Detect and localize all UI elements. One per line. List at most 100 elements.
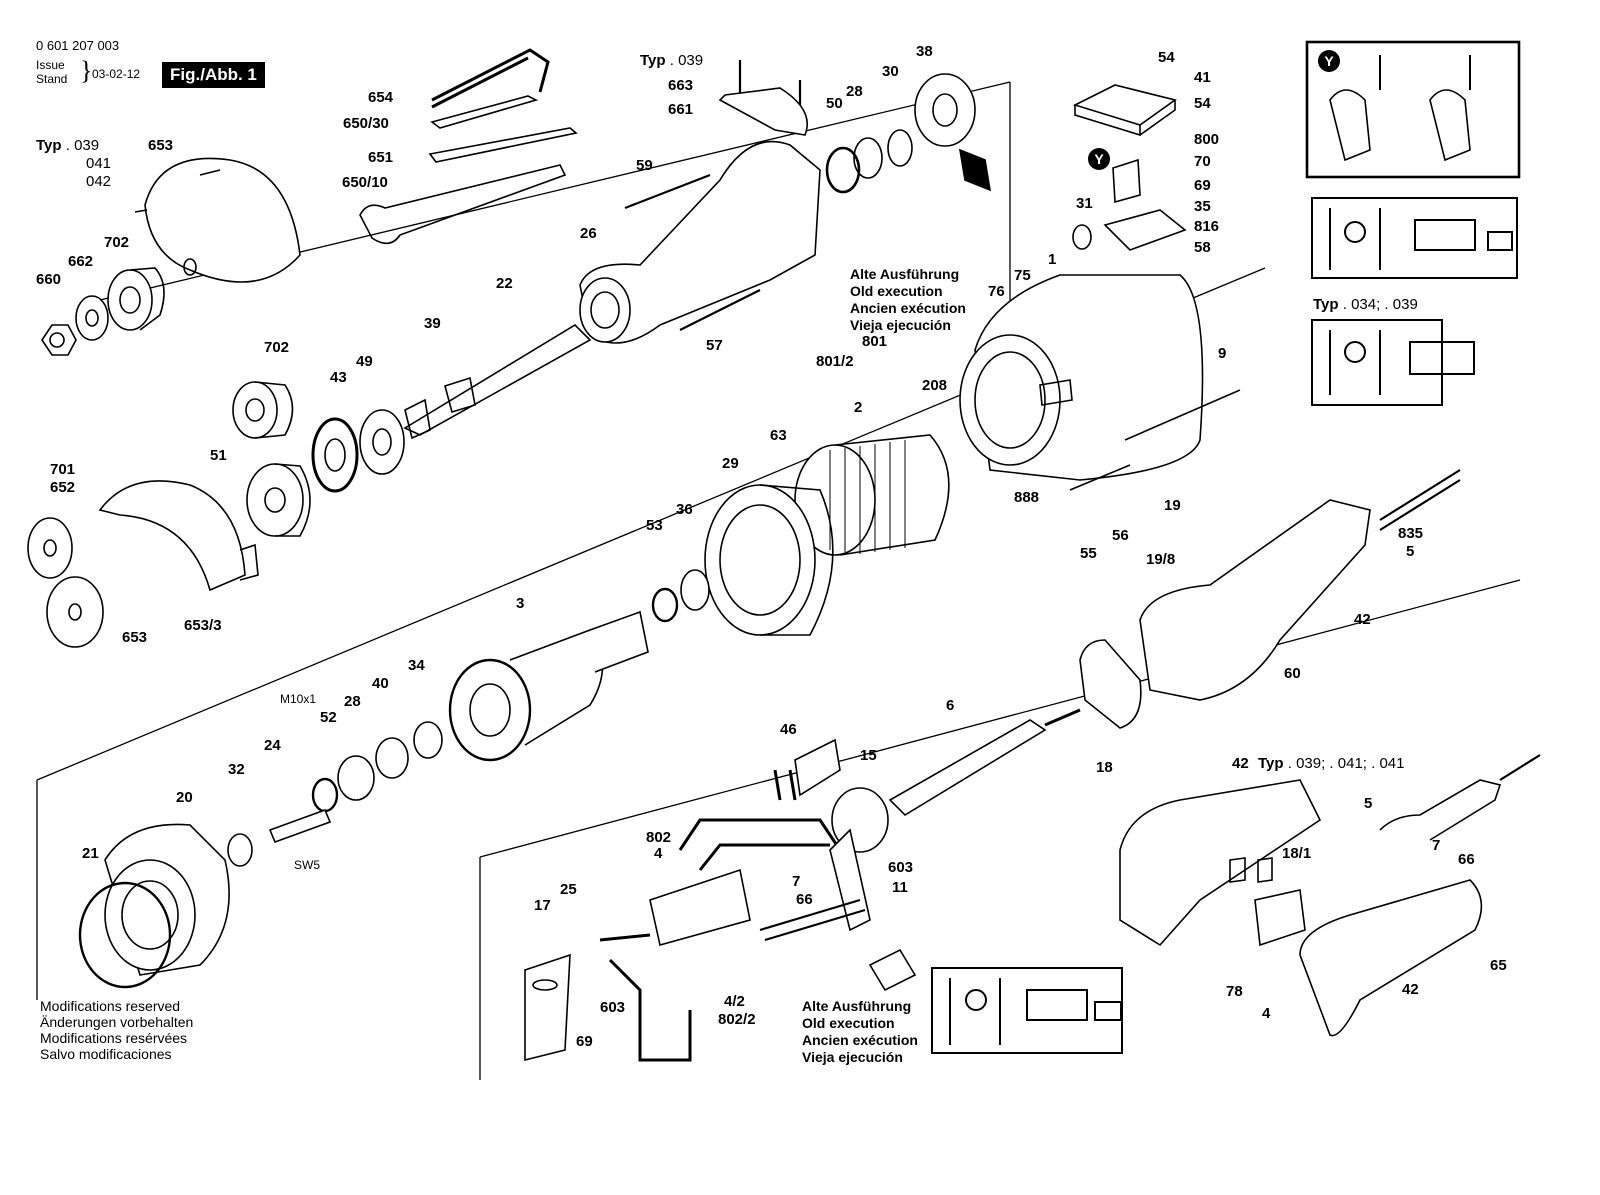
callout-5-right: 5 xyxy=(1364,795,1373,812)
callout-15: 15 xyxy=(860,747,877,764)
cable-6-and-sleeve-15 xyxy=(831,708,1081,853)
gasket-18 xyxy=(1079,639,1142,729)
fan-baffle-29 xyxy=(704,484,834,636)
callout-7-right: 7 xyxy=(1432,837,1441,854)
callout-653-top: 653 xyxy=(148,137,174,154)
callout-801: 801 xyxy=(862,333,888,350)
callout-40: 40 xyxy=(372,675,389,692)
callout-603-mid: 603 xyxy=(888,859,914,876)
issue-stand-label: Issue Stand xyxy=(36,58,67,86)
callout-69-bottom: 69 xyxy=(576,1033,593,1050)
callout-11: 11 xyxy=(892,879,908,896)
guard-653-top xyxy=(134,157,301,283)
guard-653-left xyxy=(98,480,259,592)
callout-53: 53 xyxy=(646,517,663,534)
callout-65: 65 xyxy=(1490,957,1507,974)
callout-603-bottom: 603 xyxy=(600,999,626,1016)
variant-typ-schematic: Typ . 034; . 039 xyxy=(1313,296,1418,313)
callout-650-10: 650/10 xyxy=(342,174,388,191)
flange-set-top-left xyxy=(41,267,165,356)
switch-4 xyxy=(599,818,842,1062)
callout-801-2: 801/2 xyxy=(816,353,854,370)
schematic-1 xyxy=(1311,197,1518,279)
callout-54-top: 54 xyxy=(1158,49,1175,66)
variant-code-042: 042 xyxy=(86,173,112,190)
callout-662: 662 xyxy=(68,253,94,270)
callout-43: 43 xyxy=(330,369,347,386)
screws-59-57 xyxy=(624,60,808,331)
callout-18-1: 18/1 xyxy=(1282,845,1312,862)
callout-46: 46 xyxy=(780,721,797,738)
callout-802: 802 xyxy=(646,829,672,846)
callout-42-right: 42 xyxy=(1232,755,1249,772)
callout-654: 654 xyxy=(368,89,394,106)
callout-701: 701 xyxy=(50,461,76,478)
callout-816: 816 xyxy=(1194,218,1220,235)
callout-29: 29 xyxy=(722,455,739,472)
callout-3: 3 xyxy=(516,595,525,612)
callout-38: 38 xyxy=(916,43,933,60)
wrench-set xyxy=(359,48,578,245)
callout-60: 60 xyxy=(1284,665,1301,682)
callout-660: 660 xyxy=(36,271,62,288)
plate-17 xyxy=(524,953,571,1062)
callout-651: 651 xyxy=(368,149,394,166)
callout-42-bottom: 42 xyxy=(1402,981,1419,998)
callout-22: 22 xyxy=(496,275,513,292)
callout-4-2: 4/2 xyxy=(724,993,745,1010)
callout-70: 70 xyxy=(1194,153,1211,170)
callout-835: 835 xyxy=(1398,525,1424,542)
callout-30: 30 xyxy=(882,63,899,80)
callout-208: 208 xyxy=(922,377,948,394)
frame-lower xyxy=(479,579,1521,1080)
callout-32: 32 xyxy=(228,761,245,778)
callout-31: 31 xyxy=(1076,195,1093,212)
stator-2 xyxy=(794,434,950,556)
variant-code-041: 041 xyxy=(86,155,112,172)
callout-76: 76 xyxy=(988,283,1005,300)
variant-typ-top-left: Typ . 039 xyxy=(36,137,100,154)
callout-4-right: 4 xyxy=(1262,1005,1271,1022)
callout-702-top: 702 xyxy=(104,234,130,251)
callout-2: 2 xyxy=(854,399,863,416)
bearing-53-36 xyxy=(651,569,710,623)
callout-6: 6 xyxy=(946,697,955,714)
small-rings-and-bearings xyxy=(227,721,443,867)
callout-21: 21 xyxy=(82,845,99,862)
callout-1: 1 xyxy=(1048,251,1057,268)
issue-label: Issue xyxy=(36,58,65,72)
callout-888: 888 xyxy=(1014,489,1040,506)
callout-5-top: 5 xyxy=(1406,543,1415,560)
callout-26: 26 xyxy=(580,225,597,242)
inset-variant-y xyxy=(1305,40,1521,179)
variant-typ-handle: Typ . 039; . 041; . 041 xyxy=(1258,755,1405,772)
brush-holder-46 xyxy=(773,738,841,801)
spindle-22 xyxy=(403,323,592,440)
schematic-2 xyxy=(1311,319,1475,406)
callout-50: 50 xyxy=(826,95,843,112)
callout-34: 34 xyxy=(408,657,425,674)
callout-54-lower: 54 xyxy=(1194,95,1211,112)
callout-35: 35 xyxy=(1194,198,1211,215)
callout-702-left: 702 xyxy=(264,339,290,356)
callout-800: 800 xyxy=(1194,131,1220,148)
callout-652: 652 xyxy=(50,479,76,496)
callout-49: 49 xyxy=(356,353,373,370)
callout-75: 75 xyxy=(1014,267,1031,284)
callout-9: 9 xyxy=(1218,345,1227,362)
frame-upper xyxy=(36,81,1266,1000)
callout-63: 63 xyxy=(770,427,787,444)
callout-650-30: 650/30 xyxy=(343,115,389,132)
armature-3 xyxy=(448,610,649,762)
bearing-set-top xyxy=(825,73,992,194)
stand-label: Stand xyxy=(36,72,68,86)
o-ring-21 xyxy=(78,881,172,989)
callout-58: 58 xyxy=(1194,239,1211,256)
handle-variant-42 xyxy=(1119,754,1541,1037)
brush-holder-35 xyxy=(1072,209,1187,251)
callout-56: 56 xyxy=(1112,527,1129,544)
